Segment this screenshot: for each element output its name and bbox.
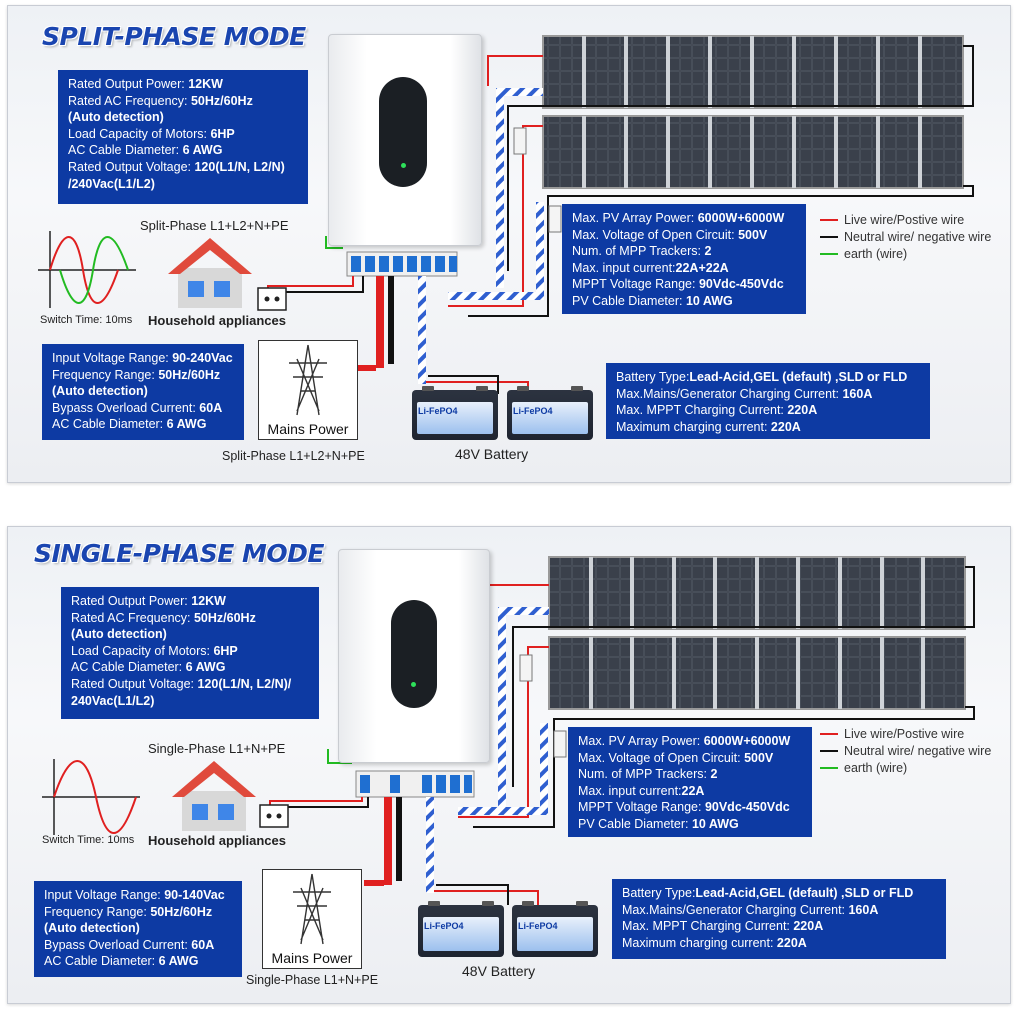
battery-2: Li-FePO4 [507,386,593,440]
single-phase-title: SINGLE-PHASE MODE [34,539,324,568]
split-pv-spec-box: Max. PV Array Power: 6000W+6000W Max. Vo… [562,204,806,314]
inverter-display [379,77,427,187]
single-sine-icon [42,759,140,835]
battery-cables [426,797,539,905]
split-load-label: Split-Phase L1+L2+N+PE [140,218,289,233]
battery-2: Li-FePO4 [512,901,598,957]
single-wiring [42,556,975,905]
outlet-icon [257,287,287,311]
split-wiring [38,35,974,394]
inverter-display [391,600,437,708]
single-mains-label: Single-Phase L1+N+PE [246,973,379,987]
household-label: Household appliances [148,833,286,848]
split-input-spec-box: Input Voltage Range: 90-240Vac Frequency… [42,344,244,440]
single-battery-spec-box: Battery Type:Lead-Acid,GEL (default) ,SL… [612,879,946,959]
outlet-icon [259,804,289,828]
status-led-icon [401,163,406,168]
solar-array-bottom [542,115,964,189]
battery-label: 48V Battery [462,963,536,979]
inverter-breakers [355,770,475,798]
mains-power-box: Mains Power [258,340,358,440]
single-output-spec-box: Rated Output Power: 12KW Rated AC Freque… [61,587,319,719]
single-legend: Live wire/Postive wire Neutral wire/ neg… [820,726,991,777]
split-inverter [328,34,482,246]
solar-array-bottom [548,636,966,710]
battery-1: Li-FePO4 [418,901,504,957]
split-phase-panel: SPLIT-PHASE MODE [7,5,1011,483]
battery-1: Li-FePO4 [412,386,498,440]
pv-cables [448,45,974,317]
solar-array-top [548,556,966,630]
switch-time-label: Switch Time: 10ms [40,314,133,326]
split-battery-spec-box: Battery Type:Lead-Acid,GEL (default) ,SL… [606,363,930,439]
split-output-spec-box: Rated Output Power: 12KW Rated AC Freque… [58,70,308,204]
mains-power-label: Mains Power [267,421,349,437]
split-sine-icon [38,231,136,308]
house-icon [172,761,256,831]
mains-power-box: Mains Power [262,869,362,969]
inverter-breakers [346,251,458,277]
single-input-spec-box: Input Voltage Range: 90-140Vac Frequency… [34,881,242,977]
split-mains-label: Split-Phase L1+L2+N+PE [222,449,365,463]
power-tower-icon [293,873,331,945]
house-icon [168,238,252,308]
power-tower-icon [289,344,327,416]
single-phase-panel: SINGLE-PHASE MODE [7,526,1011,1004]
single-load-label: Single-Phase L1+N+PE [148,741,286,756]
solar-array-top [542,35,964,109]
mains-power-label: Mains Power [271,950,353,966]
split-phase-title: SPLIT-PHASE MODE [42,22,306,51]
ac-input-cables [364,797,402,886]
status-led-icon [411,682,416,687]
single-inverter [338,549,490,763]
household-label: Household appliances [148,313,286,328]
split-legend: Live wire/Postive wire Neutral wire/ neg… [820,212,991,263]
switch-time-label: Switch Time: 10ms [42,834,135,846]
single-pv-spec-box: Max. PV Array Power: 6000W+6000W Max. Vo… [568,727,812,837]
pv-cables [458,566,975,828]
battery-label: 48V Battery [455,446,529,462]
